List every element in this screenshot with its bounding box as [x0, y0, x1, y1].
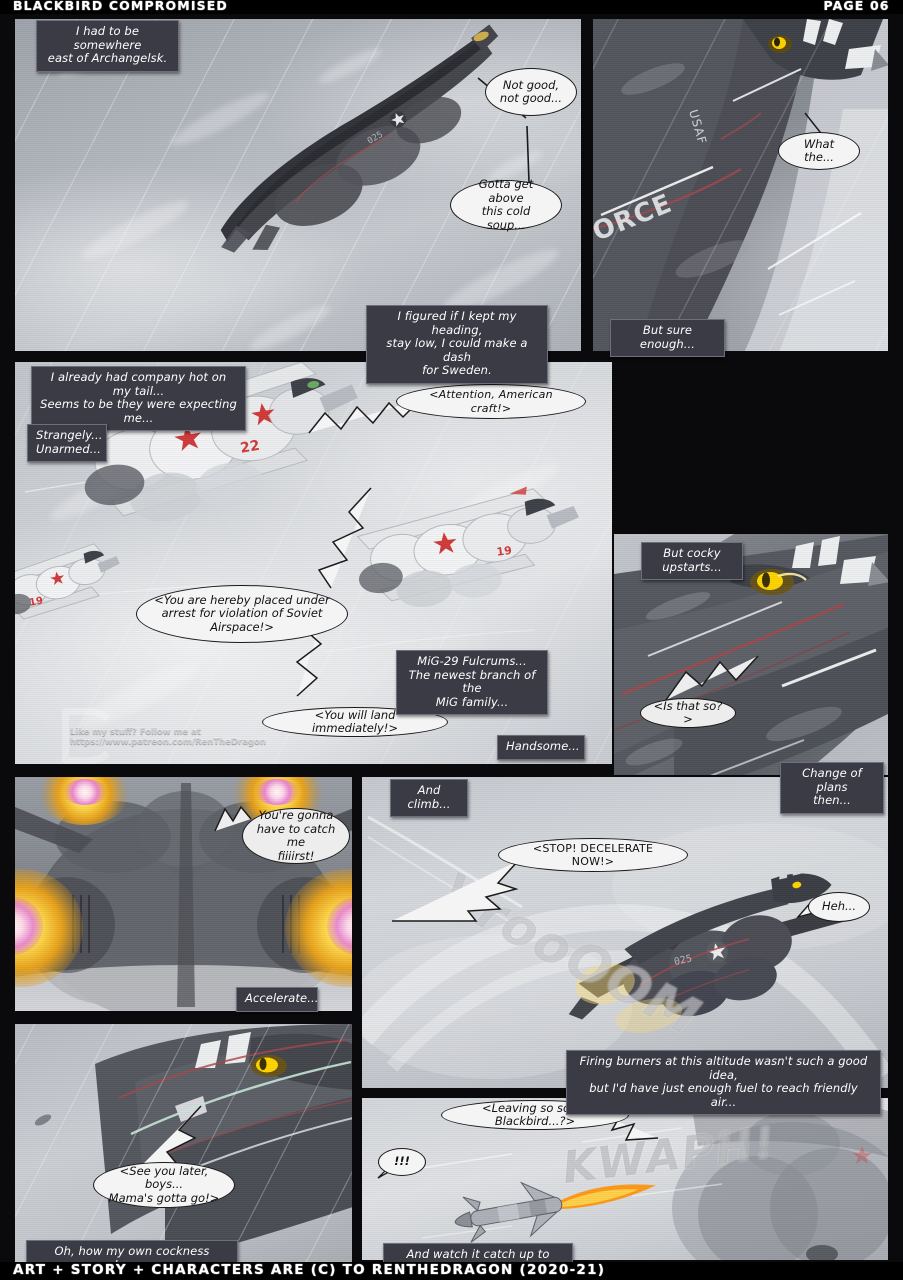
panel-8: KWAPH! [360, 1096, 890, 1262]
balloon-not-good: Not good, not good... [485, 68, 577, 116]
caption-company-on-tail: I already had company hot on my tail... … [31, 366, 246, 431]
balloon-attention-american-craft: <Attention, American craft!> [396, 384, 586, 419]
blackbird-aircraft: 025 [180, 24, 520, 253]
blackbird-aircraft: 025 [567, 863, 867, 1033]
panel-6: VrooOOM [360, 775, 890, 1090]
panel-2: USAF ORCE [591, 17, 890, 353]
caption-but-sure-enough: But sure enough... [610, 319, 725, 357]
panel-2-artwork: USAF ORCE [593, 19, 888, 351]
caption-accelerate: Accelerate... [236, 987, 318, 1012]
radio-tail-is-that-so [644, 652, 764, 722]
caption-cocky-upstarts: But cocky upstarts... [641, 542, 743, 580]
footer-bar: ART + STORY + CHARACTERS ARE (C) TO RENT… [0, 1262, 903, 1280]
svg-text:19: 19 [496, 544, 513, 559]
radio-tail-attention [269, 389, 425, 439]
balloon-stop-decelerate-now: <STOP! DECELERATE NOW!> [498, 838, 688, 872]
caption-archangelsk: I had to be somewhere east of Archangels… [36, 20, 179, 72]
comic-title: BLACKBIRD COMPROMISED [13, 0, 228, 13]
caption-unarmed: Strangely... Unarmed... [27, 424, 107, 462]
caption-sweden: I figured if I kept my heading, stay low… [366, 305, 548, 384]
caption-handsome: Handsome... [497, 735, 585, 760]
panel-6-artwork: VrooOOM [362, 777, 888, 1088]
radio-tail-stop-decelerate [390, 855, 525, 925]
balloon-placed-under-arrest: <You are hereby placed under arrest for … [136, 585, 348, 643]
header-bar: BLACKBIRD COMPROMISED PAGE 06 [0, 0, 903, 14]
svg-text:22: 22 [239, 438, 261, 457]
balloon-cold-soup: Gotta get above this cold soup... [450, 177, 562, 231]
panel-7 [13, 1022, 354, 1270]
caption-mig29-fulcrums: MiG-29 Fulcrums... The newest branch of … [396, 650, 548, 715]
mig29-aircraft-wing: 19 [345, 486, 595, 627]
caption-and-climb: And climb... [390, 779, 468, 817]
caption-change-of-plans: Change of plans then... [780, 762, 884, 814]
radio-tail-arrest [247, 484, 377, 594]
missile [452, 1176, 672, 1243]
balloon-see-you-later-boys: <See you later, boys... Mama's gotta go!… [93, 1162, 235, 1208]
page-number: PAGE 06 [823, 0, 890, 13]
mig29-aircraft-trailing: 19 [15, 542, 127, 632]
balloon-exclamation: !!! [378, 1148, 426, 1176]
balloon-what-the: What the... [778, 132, 860, 170]
svg-text:025: 025 [673, 953, 693, 968]
caption-firing-burners: Firing burners at this altitude wasn't s… [566, 1050, 881, 1115]
balloon-catch-me-first: You're gonna have to catch me fiiiirst! [242, 808, 350, 864]
credits-text: ART + STORY + CHARACTERS ARE (C) TO RENT… [13, 1263, 606, 1278]
balloon-is-that-so: <Is that so?> [640, 698, 736, 728]
balloon-heh: Heh... [808, 892, 870, 922]
svg-text:19: 19 [28, 596, 44, 609]
